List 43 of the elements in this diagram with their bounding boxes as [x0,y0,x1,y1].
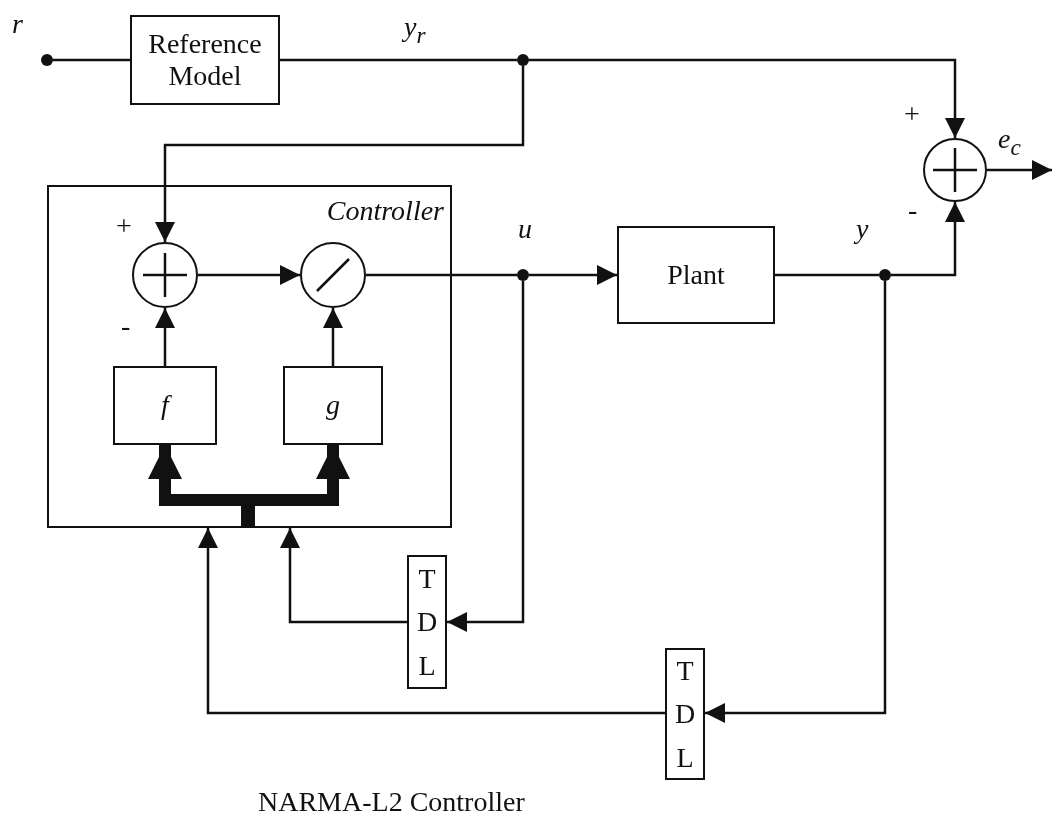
tapped-delay-line-block [407,555,447,689]
junction-dot [517,54,529,66]
arrow [155,66,525,242]
arrow [198,528,665,715]
arrow [280,528,407,624]
connector-line [280,58,517,62]
bus-stem [241,504,255,528]
arrow [705,281,887,723]
sign-label: + [904,100,920,128]
signal-label: u [518,215,532,243]
connector-line [53,58,130,62]
arrow [987,160,1052,180]
junction-dot [517,269,529,281]
tapped-delay-line-block [665,648,705,780]
arrow [323,308,343,366]
block-label: T D L [415,561,439,683]
signal-label: r [12,10,23,38]
arrow [198,265,300,285]
sign-label: + [116,212,132,240]
reference-model-block [130,15,280,105]
arrow [529,58,965,138]
function-block [113,366,217,445]
function-block [283,366,383,445]
arrow [447,281,525,632]
caption: NARMA-L2 Controller [258,788,525,816]
block-label: Reference Model [147,27,263,93]
block-label: Plant [667,258,725,292]
connector-line [366,273,517,277]
sign-label: - [908,196,918,224]
block-label: g [326,389,340,422]
block-title: Controller [326,195,444,228]
arrow [529,265,617,285]
arrow [891,202,965,277]
arrow [155,308,175,366]
controller-block [47,185,452,528]
sign-label: - [121,312,131,340]
summing-junction [132,242,198,308]
plant-block [617,226,775,324]
connector-line [775,273,879,277]
summing-junction [923,138,987,202]
input-terminal-dot [41,54,53,66]
junction-dot [879,269,891,281]
block-label: T D L [673,653,697,775]
